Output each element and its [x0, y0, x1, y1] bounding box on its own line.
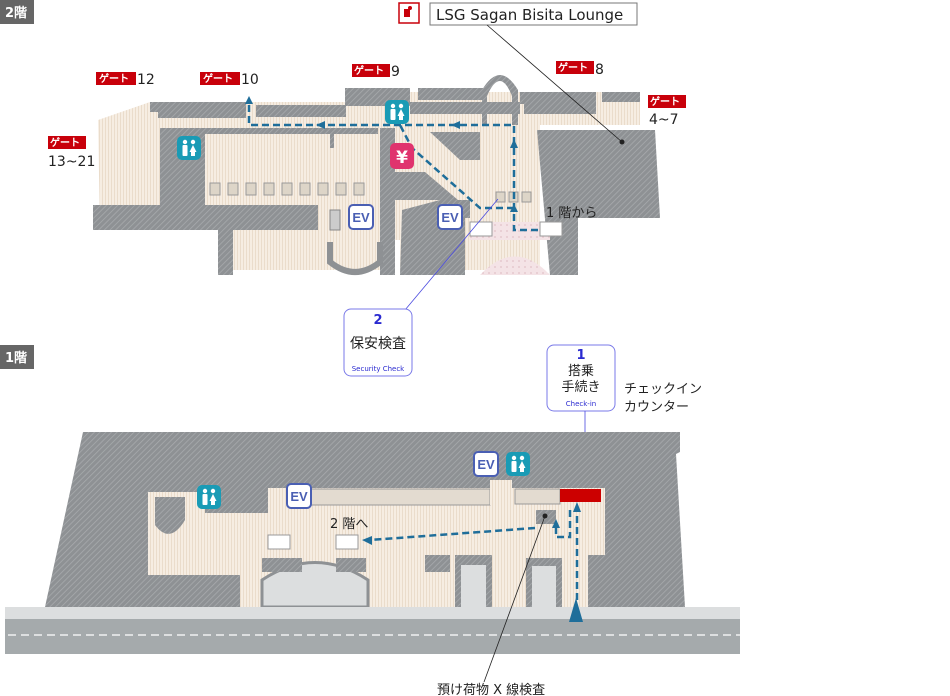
svg-text:LSG Sagan Bisita Lounge: LSG Sagan Bisita Lounge [436, 6, 623, 24]
gate-13-21[interactable]: ゲート 13~21 [48, 136, 95, 170]
road [5, 619, 740, 654]
svg-text:ゲート: ゲート [99, 72, 129, 85]
toilet-icon [197, 485, 221, 509]
svg-text:Check-in: Check-in [566, 400, 596, 408]
currency-exchange-icon: ¥ [390, 143, 414, 169]
toilet-icon [385, 100, 409, 124]
svg-text:4~7: 4~7 [649, 112, 679, 128]
svg-text:ゲート: ゲート [650, 95, 680, 108]
toilet-icon [506, 452, 530, 476]
svg-text:手続き: 手続き [561, 380, 600, 395]
svg-text:Security Check: Security Check [352, 365, 405, 373]
security-check-callout: 2 保安検査 Security Check [343, 308, 413, 377]
svg-text:ゲート: ゲート [354, 64, 384, 77]
route-1f [369, 510, 579, 600]
entrance-arrow-icon [569, 598, 583, 622]
route-2f [247, 102, 538, 232]
floor-1-map: EV EV 2 階へ [5, 432, 740, 654]
svg-text:8: 8 [595, 62, 604, 78]
svg-text:2: 2 [373, 313, 382, 328]
elevator-icon: EV [437, 204, 463, 230]
elevator-icon: EV [473, 451, 499, 477]
to-2f-label: 2 階へ [330, 517, 368, 532]
svg-text:9: 9 [391, 64, 400, 80]
svg-text:ゲート: ゲート [558, 61, 588, 74]
sidewalk [5, 607, 740, 619]
checkin-counter[interactable] [560, 489, 601, 502]
from-1f-label: 1 階から [546, 206, 597, 221]
svg-text:12: 12 [137, 72, 155, 88]
checkin-counter-label: チェックイン [624, 382, 702, 397]
gate-4-7[interactable]: ゲート 4~7 [648, 95, 686, 128]
svg-text:EV: EV [352, 210, 370, 225]
elevator-icon: EV [286, 483, 312, 509]
svg-text:1階: 1階 [5, 350, 27, 366]
svg-text:1: 1 [576, 348, 585, 363]
floor-1-label: 1階 [0, 345, 34, 369]
svg-text:13~21: 13~21 [48, 154, 95, 170]
lounge-label[interactable]: LSG Sagan Bisita Lounge [398, 2, 638, 26]
svg-text:保安検査: 保安検査 [350, 336, 406, 352]
gate-9[interactable]: ゲート 9 [352, 64, 400, 80]
baggage-xray-label: 預け荷物 X 線検査 [437, 682, 545, 696]
gate-10[interactable]: ゲート 10 [200, 72, 259, 88]
gate-12[interactable]: ゲート 12 [96, 72, 155, 88]
svg-text:EV: EV [290, 489, 308, 504]
svg-text:2階: 2階 [5, 5, 27, 21]
svg-text:EV: EV [477, 457, 495, 472]
svg-text:EV: EV [441, 210, 459, 225]
svg-text:ゲート: ゲート [50, 136, 80, 149]
svg-text:¥: ¥ [396, 148, 408, 168]
gate-8[interactable]: ゲート 8 [556, 61, 604, 78]
svg-text:搭乗: 搭乗 [568, 363, 594, 379]
floor-2-map: ¥ EV EV 1 階から [93, 75, 660, 275]
checkin-callout: 1 搭乗 手続き Check-in [546, 344, 616, 412]
elevator-icon: EV [348, 204, 374, 230]
checkin-counter-label: カウンター [624, 400, 689, 415]
floor-2-label: 2階 [0, 0, 34, 24]
toilet-icon [177, 136, 201, 160]
svg-text:10: 10 [241, 72, 259, 88]
svg-text:ゲート: ゲート [203, 72, 233, 85]
